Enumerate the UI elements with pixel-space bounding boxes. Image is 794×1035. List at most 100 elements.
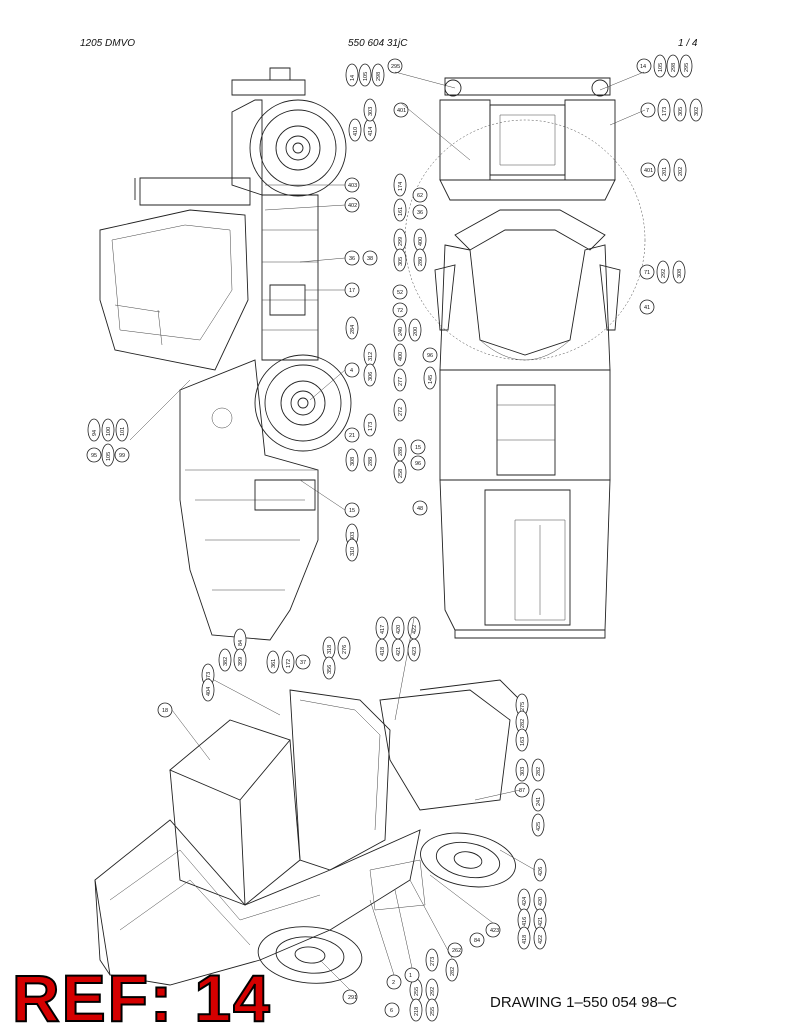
callout: 414	[368, 127, 374, 136]
callout: 174	[398, 182, 404, 191]
isometric-view	[94, 679, 521, 986]
callout: 298	[376, 72, 382, 81]
callout: 6	[390, 1008, 393, 1014]
cab-side	[99, 209, 249, 371]
callout: 280	[418, 257, 424, 266]
header-left-title: 1205 DMVO	[80, 38, 136, 49]
rear-body-side	[179, 359, 319, 641]
rear-wheel	[254, 354, 352, 452]
callout: 288	[368, 457, 374, 466]
iso-front-wheel	[420, 832, 516, 888]
callout: 303	[368, 107, 374, 116]
callout: 14	[640, 64, 646, 70]
callout: 105	[106, 452, 112, 461]
callout: 277	[398, 377, 404, 386]
callout: 14	[350, 75, 356, 81]
callouts: 14 105 298 295 14 105 298 295 7 173 305 …	[86, 54, 703, 1022]
callout: 96	[427, 353, 433, 359]
callout: 422	[412, 625, 418, 634]
callout: 361	[271, 659, 277, 668]
callout: 299	[398, 237, 404, 246]
callout: 200	[413, 327, 419, 336]
callout: 7	[646, 108, 649, 114]
callout: 4	[350, 368, 353, 374]
callout: 424	[522, 897, 528, 906]
callout: 241	[536, 797, 542, 806]
cab-top	[439, 244, 611, 371]
callout: 404	[206, 687, 212, 696]
callout: 302	[694, 107, 700, 116]
callout: 308	[350, 457, 356, 466]
callout: 288	[398, 447, 404, 456]
callout: 48	[417, 506, 423, 512]
callout: 41	[644, 305, 650, 311]
callout: 303	[350, 532, 356, 541]
callout: 161	[398, 207, 404, 216]
callout: 72	[397, 308, 403, 314]
callout: 305	[678, 107, 684, 116]
callout: 202	[678, 167, 684, 176]
callout: 94	[92, 430, 98, 436]
top-view	[404, 77, 646, 639]
side-view	[99, 67, 352, 641]
callout: 18	[162, 708, 168, 714]
callout: 282	[520, 719, 526, 728]
callout: 62	[417, 193, 423, 199]
callout: 255	[414, 987, 420, 996]
callout: 262	[452, 948, 461, 954]
callout: 312	[368, 352, 374, 361]
callout: 423	[490, 928, 499, 934]
callout: 401	[397, 108, 406, 114]
callout: 36	[417, 210, 423, 216]
callout: 291	[348, 995, 357, 1001]
callout: 421	[538, 917, 544, 926]
callout: 298	[671, 63, 677, 72]
callout: 420	[396, 625, 402, 634]
callout: 356	[327, 665, 333, 674]
callout: 1	[409, 973, 412, 979]
callout: 100	[106, 427, 112, 436]
callout: 318	[327, 645, 333, 654]
callout: 305	[398, 257, 404, 266]
callout: 105	[658, 63, 664, 72]
leader-lines	[129, 71, 646, 991]
callout: 36	[349, 256, 355, 262]
callout: 272	[398, 407, 404, 416]
callout: 308	[677, 269, 683, 278]
callout: 426	[538, 867, 544, 876]
drawing-number: DRAWING 1–550 054 98–C	[490, 994, 678, 1011]
callout: 258	[398, 469, 404, 478]
header-part-number: 550 604 31jC	[348, 38, 408, 49]
callout: 99	[119, 453, 125, 459]
callout: 218	[414, 1007, 420, 1016]
callout: 163	[520, 737, 526, 746]
callout: 400	[418, 237, 424, 246]
callout: 473	[206, 672, 212, 681]
callout: 420	[538, 897, 544, 906]
callout: 38	[367, 256, 373, 262]
header-page-number: 1 / 4	[678, 38, 698, 49]
callout: 284	[350, 325, 356, 334]
callout: 423	[412, 647, 418, 656]
callout: 173	[368, 422, 374, 431]
callout: 292	[430, 987, 436, 996]
callout: 84	[238, 640, 244, 646]
callout: 15	[415, 445, 421, 451]
iso-rear-wheel	[257, 926, 363, 984]
callout: 410	[353, 127, 359, 136]
callout: 399	[238, 657, 244, 666]
callout: 21	[349, 433, 355, 439]
callout: 416	[522, 917, 528, 926]
callout: 84	[474, 938, 480, 944]
callout: 240	[398, 327, 404, 336]
callout: 418	[380, 647, 386, 656]
callout: 15	[349, 508, 355, 514]
callout: 201	[662, 167, 668, 176]
callout: 425	[536, 822, 542, 831]
callout: 282	[450, 967, 456, 976]
callout: 52	[397, 290, 403, 296]
callout: 295	[684, 63, 690, 72]
callout: 421	[396, 647, 402, 656]
callout: 95	[91, 453, 97, 459]
